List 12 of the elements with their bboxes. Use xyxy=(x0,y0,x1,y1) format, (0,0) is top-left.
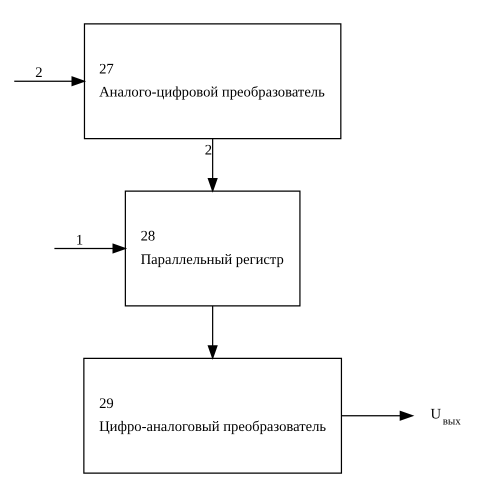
node-text: U$_{вых}$ xyxy=(430,406,461,428)
node-box: 27 Аналого-цифровой преобразователь xyxy=(84,23,342,140)
arrow xyxy=(342,410,414,421)
edge-label: 1 xyxy=(76,232,84,248)
arrow xyxy=(208,306,218,360)
node-box: 28 Параллельный регистр xyxy=(124,190,301,306)
edge-label: 2 xyxy=(204,142,212,159)
node-box: 29 Цифро-аналоговый преобразователь xyxy=(83,358,342,474)
edge-label: 2 xyxy=(35,65,43,82)
arrow xyxy=(14,76,86,86)
arrow xyxy=(208,138,218,193)
arrow xyxy=(54,243,128,254)
